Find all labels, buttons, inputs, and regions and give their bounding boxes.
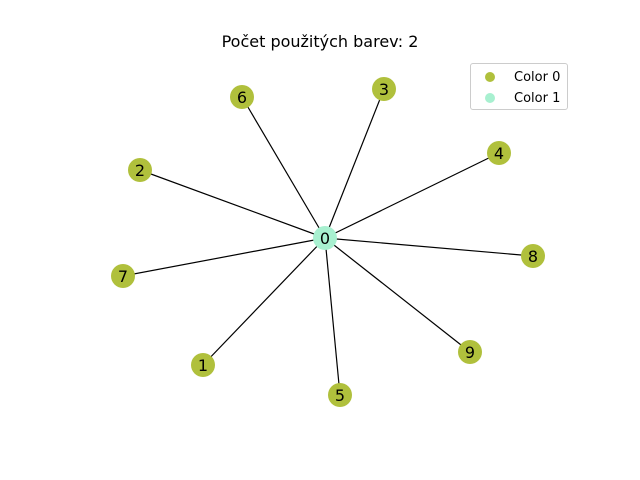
node-label-9: 9: [465, 343, 475, 362]
node-label-4: 4: [494, 144, 504, 163]
node-5: 5: [328, 383, 352, 407]
nodes-layer: 0 1 2 3 4 5 6 7 8 9: [111, 77, 545, 407]
legend-label-color-0: Color 0: [514, 69, 561, 85]
edge-0-1: [202, 237, 326, 366]
node-0: 0: [313, 226, 337, 250]
node-circle-8: [521, 244, 545, 268]
node-8: 8: [521, 244, 545, 268]
legend-marker-color-1: [485, 93, 495, 103]
legend-label-color-1: Color 1: [514, 90, 561, 106]
edge-0-4: [324, 152, 500, 239]
edge-0-8: [324, 237, 534, 257]
node-circle-2: [128, 158, 152, 182]
legend-item-color-0: Color 0: [471, 68, 569, 86]
node-label-6: 6: [237, 88, 247, 107]
node-4: 4: [487, 141, 511, 165]
node-9: 9: [458, 340, 482, 364]
edge-0-2: [139, 169, 326, 239]
edge-0-6: [241, 96, 326, 239]
node-2: 2: [128, 158, 152, 182]
legend-marker-color-0: [485, 72, 495, 82]
node-circle-0: [313, 226, 337, 250]
node-7: 7: [111, 264, 135, 288]
node-label-1: 1: [198, 356, 208, 375]
node-6: 6: [230, 85, 254, 109]
node-label-8: 8: [528, 247, 538, 266]
legend: Color 0 Color 1: [470, 63, 568, 110]
node-label-7: 7: [118, 267, 128, 286]
node-circle-5: [328, 383, 352, 407]
node-label-5: 5: [335, 386, 345, 405]
node-circle-9: [458, 340, 482, 364]
node-circle-1: [191, 353, 215, 377]
edge-0-9: [324, 237, 471, 353]
node-label-0: 0: [320, 229, 330, 248]
chart-title: Počet použitých barev: 2: [221, 32, 419, 51]
edge-0-5: [324, 237, 341, 396]
node-label-2: 2: [135, 161, 145, 180]
node-circle-4: [487, 141, 511, 165]
edge-0-7: [122, 237, 326, 277]
legend-item-color-1: Color 1: [471, 89, 569, 107]
node-circle-3: [372, 77, 396, 101]
node-circle-6: [230, 85, 254, 109]
node-circle-7: [111, 264, 135, 288]
node-3: 3: [372, 77, 396, 101]
node-1: 1: [191, 353, 215, 377]
edges-layer: [122, 88, 534, 396]
edge-0-3: [324, 88, 385, 239]
node-label-3: 3: [379, 80, 389, 99]
